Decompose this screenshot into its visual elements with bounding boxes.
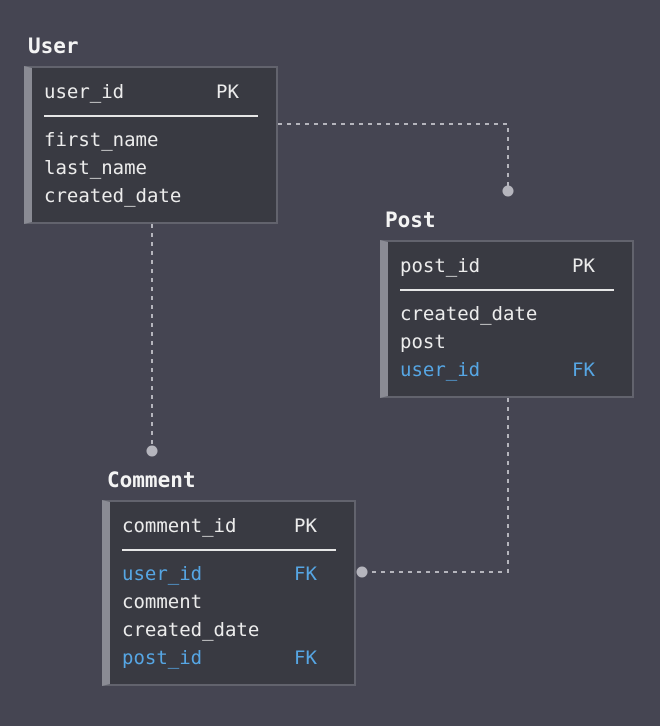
field-name: created_date	[44, 185, 182, 207]
connector-post-comment[interactable]	[362, 398, 509, 573]
field-name: first_name	[44, 129, 159, 151]
fk-badge: FK	[572, 359, 595, 381]
pk-field-name: post_id	[400, 255, 481, 277]
pk-field-name: user_id	[44, 81, 125, 103]
header-divider	[400, 289, 614, 291]
field-name: comment	[122, 591, 203, 613]
entity-title-user: User	[28, 34, 79, 58]
entity-title-comment: Comment	[107, 468, 196, 492]
primary-key-row: comment_id PK	[122, 514, 352, 538]
header-divider	[122, 549, 336, 551]
field-name: post	[400, 331, 446, 353]
header-divider	[44, 115, 258, 117]
pk-field-name: comment_id	[122, 515, 237, 537]
field-name: user_id	[122, 563, 203, 585]
connector-user-post[interactable]	[278, 123, 509, 191]
entity-comment[interactable]: comment_id PK user_id FK comment created…	[102, 500, 356, 686]
field-name: user_id	[400, 359, 481, 381]
primary-key-row: user_id PK	[44, 80, 274, 104]
field-name: post_id	[122, 647, 203, 669]
connector-endpoint-dot	[146, 445, 158, 457]
field-name: last_name	[44, 157, 147, 179]
pk-badge: PK	[294, 515, 317, 537]
pk-badge: PK	[572, 255, 595, 277]
entity-user[interactable]: user_id PK first_name last_name created_…	[24, 66, 278, 224]
fk-badge: FK	[294, 647, 317, 669]
primary-key-row: post_id PK	[400, 254, 630, 278]
pk-badge: PK	[216, 81, 239, 103]
fk-badge: FK	[294, 563, 317, 585]
field-name: created_date	[400, 303, 538, 325]
connector-endpoint-dot	[356, 566, 368, 578]
connector-endpoint-dot	[502, 185, 514, 197]
entity-post[interactable]: post_id PK created_date post user_id FK	[380, 240, 634, 398]
field-name: created_date	[122, 619, 260, 641]
entity-title-post: Post	[385, 208, 436, 232]
